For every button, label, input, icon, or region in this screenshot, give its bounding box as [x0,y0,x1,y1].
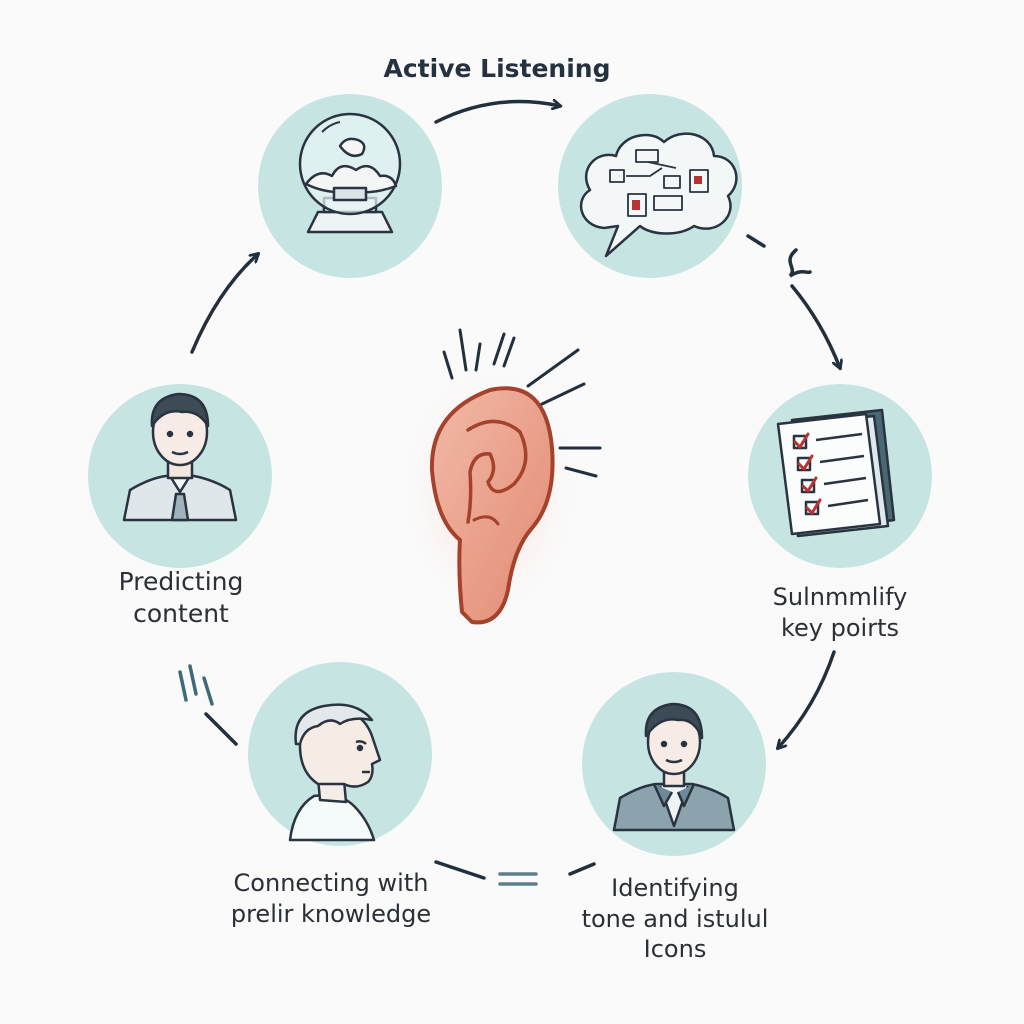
arrow-left-mark1 [180,672,186,700]
arrow-right [792,286,840,368]
arrow-left-mark2 [190,666,196,694]
arrow-left-mark3 [204,678,212,704]
arrow-upper-left [192,254,258,352]
arrow-lower-right [778,652,834,748]
label-identifying-tone: Identifying tone and istulul Icons [560,873,790,965]
arrow-right-dash [748,236,764,246]
label-predicting-content: Predicting content [96,566,266,630]
arrow-left-dash [206,714,236,744]
label-connecting-knowledge: Connecting with prelir knowledge [206,868,456,929]
label-summarize-key-points: Sulnmmlify key poirts [750,582,930,643]
arrow-top [436,102,560,122]
ear-icon [398,330,600,622]
arrow-right-squiggle [790,250,810,276]
checklist-icon [778,410,894,536]
